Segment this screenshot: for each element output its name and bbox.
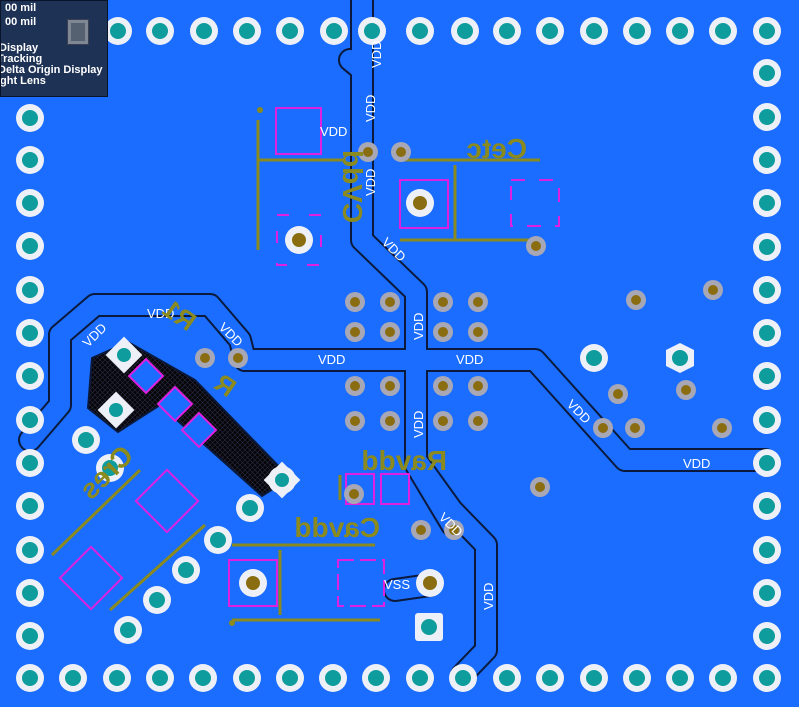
net-label: VDD bbox=[683, 456, 710, 471]
silkscreen-dots bbox=[229, 107, 263, 626]
net-label: VDD bbox=[481, 583, 496, 610]
net-label: VDD bbox=[411, 313, 426, 340]
hud-y-readout: 00 mil bbox=[5, 16, 37, 28]
designator-ravdd: Ravdd bbox=[361, 445, 447, 476]
hud-tracking-item: Tracking bbox=[1, 53, 43, 65]
hud-x-readout: 00 mil bbox=[5, 2, 37, 14]
net-label: VDD bbox=[456, 352, 483, 367]
component-pads bbox=[72, 17, 694, 644]
designator-cvdd: CVdd bbox=[337, 150, 368, 223]
net-label: VDD bbox=[318, 352, 345, 367]
designator-cavdd: Cavdd bbox=[294, 512, 380, 543]
vias bbox=[195, 142, 732, 540]
net-label: VDD bbox=[363, 95, 378, 122]
hud-delta-origin-item: Delta Origin Display bbox=[1, 64, 103, 76]
net-label: VDD bbox=[369, 41, 384, 68]
hud-toggle-button[interactable] bbox=[67, 19, 89, 45]
hud-display-item: Display bbox=[1, 42, 39, 54]
designator-cetc: Cetc bbox=[466, 133, 527, 164]
net-label: VDD bbox=[320, 124, 347, 139]
heads-up-display-panel: 00 mil 00 mil Display Tracking Delta Ori… bbox=[0, 0, 108, 97]
silkscreen bbox=[50, 120, 540, 622]
net-label: VDD bbox=[411, 411, 426, 438]
hud-lens-item: ght Lens bbox=[1, 75, 46, 87]
net-label: VDD bbox=[147, 306, 174, 321]
net-label: VSS bbox=[384, 577, 410, 592]
net-label: VDD bbox=[363, 169, 378, 196]
traces bbox=[20, 0, 775, 685]
header-pads bbox=[16, 17, 781, 692]
